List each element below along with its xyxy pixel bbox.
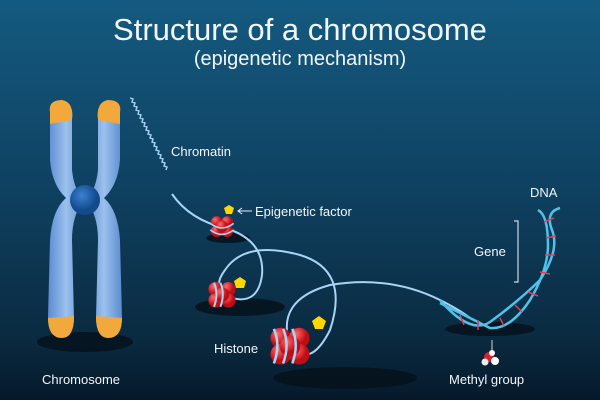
histone-icon [208, 216, 310, 365]
label-epigenetic-factor: Epigenetic factor [255, 204, 352, 219]
page-subtitle: (epigenetic mechanism) [193, 48, 407, 70]
page-title: Structure of a chromosome [113, 12, 487, 47]
arrow-icon [237, 207, 252, 215]
label-dna: DNA [530, 185, 558, 200]
methyl-group-icon [481, 340, 499, 366]
chromatin-strand [129, 97, 471, 356]
epigenetic-factor-icon [224, 205, 326, 329]
centromere-icon [70, 185, 100, 215]
label-gene: Gene [474, 244, 506, 259]
gene-bracket [514, 220, 519, 283]
label-histone: Histone [214, 341, 259, 356]
dna-helix-icon [439, 206, 561, 330]
label-methyl-group: Methyl group [449, 372, 525, 387]
label-chromatin: Chromatin [171, 144, 231, 159]
label-chromosome: Chromosome [42, 372, 121, 387]
chromosome-icon [48, 100, 122, 338]
